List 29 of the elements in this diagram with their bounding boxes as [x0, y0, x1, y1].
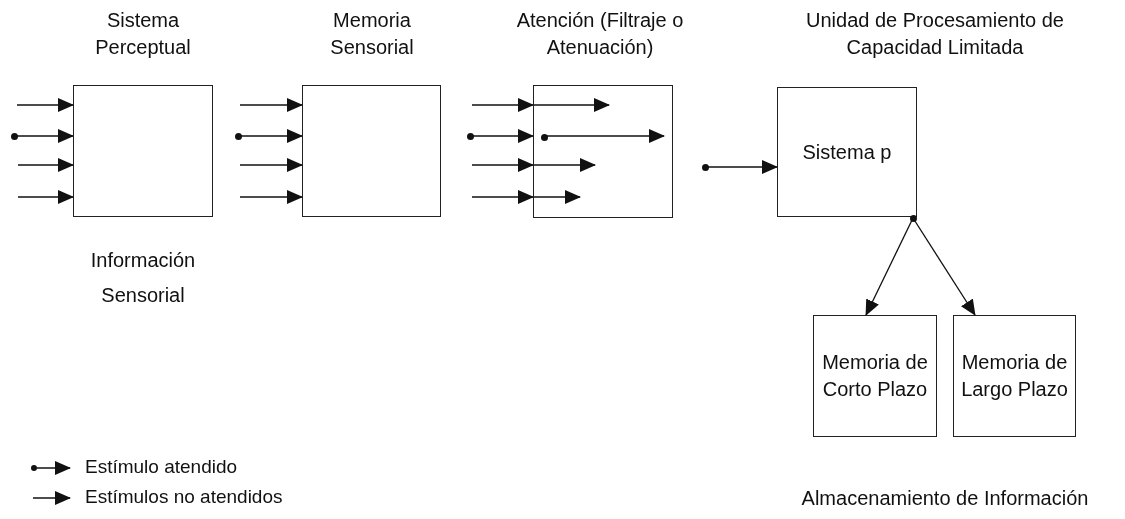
box-heading: Atención (Filtraje o Atenuación) — [515, 8, 685, 60]
box-heading: Sistema Perceptual — [94, 8, 192, 60]
stimulus-dot — [234, 132, 242, 140]
arrow — [471, 98, 534, 112]
box-label: Memoria de Largo Plazo — [960, 350, 1069, 402]
arrow — [471, 190, 534, 204]
box-heading: Unidad de Procesamiento de Capacidad Limitada — [805, 8, 1065, 60]
arrow — [17, 190, 74, 204]
stimulus-dot — [701, 163, 709, 171]
legend-label: Estímulo atendido — [85, 456, 238, 478]
arrow — [532, 98, 610, 112]
legend-label: Estímulos no atendidos — [85, 486, 283, 508]
arrow — [471, 158, 534, 172]
group-caption: Almacenamiento de Información — [801, 487, 1089, 510]
stimulus-dot — [10, 132, 18, 140]
arrow — [532, 190, 581, 204]
stimulus-dot — [466, 132, 474, 140]
box-label: Memoria de Corto Plazo — [821, 350, 929, 402]
arrow — [16, 98, 74, 112]
arrow — [239, 98, 303, 112]
arrow — [239, 158, 303, 172]
stimulus-dot — [909, 214, 917, 222]
arrow — [17, 158, 74, 172]
box-caption: Información Sensorial — [89, 248, 197, 308]
arrow — [532, 158, 596, 172]
box-label: Sistema p — [801, 139, 893, 165]
arrow — [239, 190, 303, 204]
stimulus-dot — [540, 133, 548, 141]
box-heading: Memoria Sensorial — [329, 8, 415, 60]
